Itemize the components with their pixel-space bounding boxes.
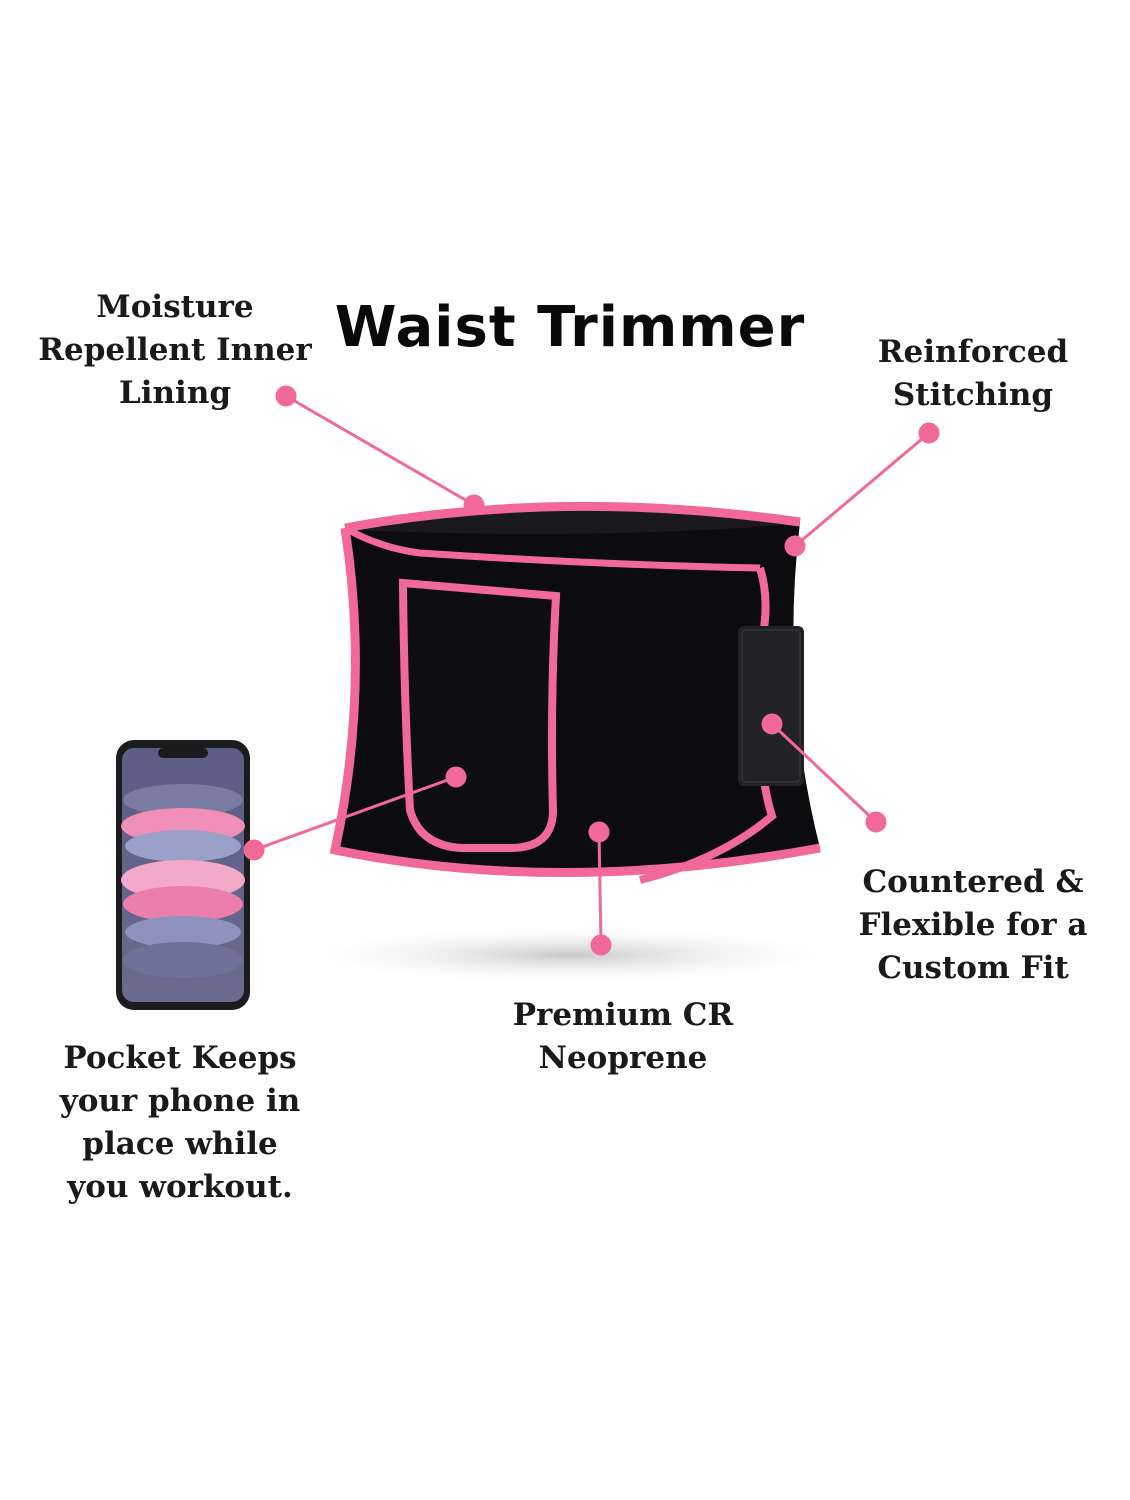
callout-pocket <box>243 766 467 861</box>
feature-line: Reinforced <box>877 334 1069 370</box>
feature-line: you workout. <box>67 1169 293 1205</box>
callout-neoprene <box>588 821 612 956</box>
feature-line: Neoprene <box>538 1040 708 1076</box>
feature-contour-label: Countered & Flexible for a Custom Fit <box>848 861 1098 990</box>
feature-line: Repellent Inner <box>38 332 312 368</box>
velcro-tab <box>738 626 804 786</box>
page-title: Waist Trimmer <box>334 295 806 360</box>
feature-line: place while <box>82 1126 278 1162</box>
callout-contour <box>761 713 887 833</box>
belt-shadow <box>280 925 860 985</box>
feature-line: Moisture <box>96 289 254 325</box>
feature-neoprene-label: Premium CR Neoprene <box>478 994 768 1080</box>
feature-line: Flexible for a <box>858 907 1088 943</box>
feature-stitching-label: Reinforced Stitching <box>858 331 1088 417</box>
feature-line: Countered & <box>862 864 1084 900</box>
feature-line: Pocket Keeps <box>63 1040 297 1076</box>
phone-pocket <box>398 578 561 852</box>
callout-moisture <box>275 385 485 516</box>
waist-trimmer-belt <box>329 501 821 884</box>
feature-line: Stitching <box>892 377 1054 413</box>
feature-line: Lining <box>118 375 232 411</box>
feature-moisture-label: Moisture Repellent Inner Lining <box>30 286 320 415</box>
callout-stitching <box>784 422 940 557</box>
smartphone <box>116 740 250 1010</box>
feature-line: your phone in <box>59 1083 301 1119</box>
feature-line: Premium CR <box>512 997 734 1033</box>
feature-pocket-label: Pocket Keeps your phone in place while y… <box>30 1037 330 1209</box>
feature-line: Custom Fit <box>877 950 1069 986</box>
